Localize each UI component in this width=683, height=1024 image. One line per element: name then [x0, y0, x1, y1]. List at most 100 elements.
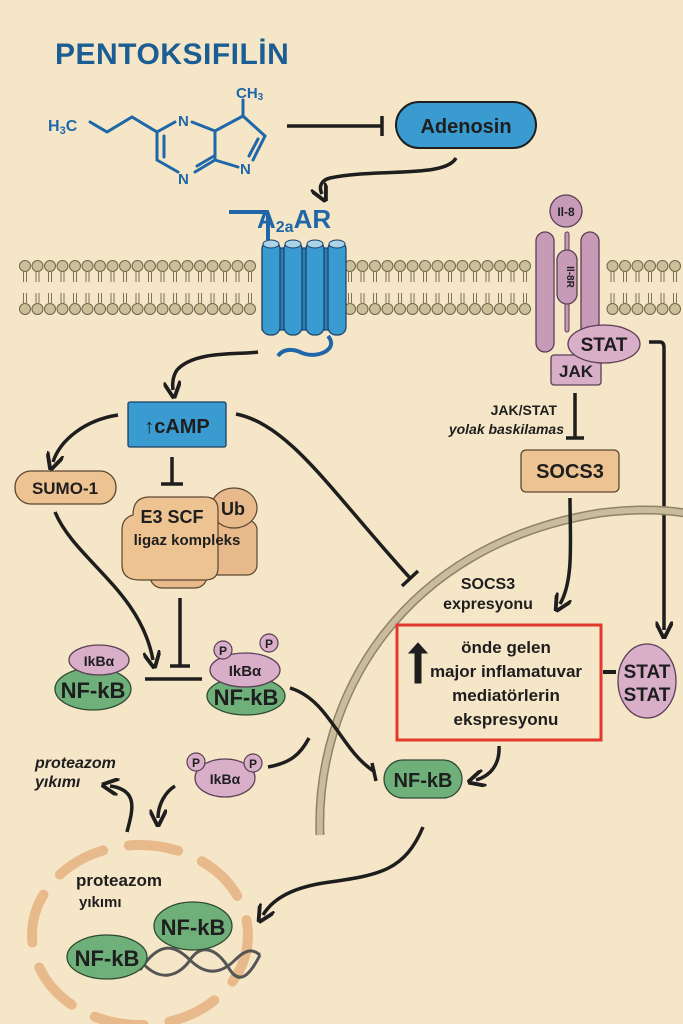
arrow-proteasome-degradation: [110, 786, 134, 833]
svg-text:STAT: STAT: [581, 335, 628, 356]
svg-text:IkBα: IkBα: [84, 653, 115, 669]
lipid-head: [644, 260, 656, 272]
lipid-head: [444, 303, 456, 315]
free-phospho-ikba[interactable]: P P IkBα: [186, 752, 263, 798]
svg-text:STAT: STAT: [624, 685, 671, 706]
lipid-head: [106, 303, 119, 315]
nfkb-dna-bound-lower[interactable]: NF-kB: [66, 934, 148, 980]
svg-text:ekspresyonu: ekspresyonu: [454, 710, 559, 729]
proteasome-circle: [27, 840, 253, 1024]
lipid-head: [44, 303, 56, 315]
lipid-head: [144, 303, 156, 315]
svg-text:NF-kB: NF-kB: [161, 915, 226, 940]
up-arrow-icon: [407, 642, 429, 684]
lipid-head: [456, 303, 469, 315]
jakstat-label-2: yolak baskilamas: [448, 421, 564, 437]
lipid-head: [31, 303, 44, 315]
receptor-helix: [305, 240, 325, 336]
lipid-head: [669, 260, 681, 272]
svg-text:ligaz kompleks: ligaz kompleks: [134, 532, 241, 549]
inflammatory-mediators-box[interactable]: önde gelen major inflamatuvar mediatörle…: [395, 623, 603, 742]
lipid-head: [356, 303, 369, 315]
lipid-head: [144, 260, 156, 272]
lipid-head: [119, 260, 131, 272]
lipid-head: [419, 303, 431, 315]
dna-helix: [138, 946, 262, 979]
svg-text:IkBα: IkBα: [229, 663, 262, 680]
lipid-head: [519, 260, 531, 272]
a2a-receptor[interactable]: A2aAR: [229, 204, 347, 358]
lipid-head: [381, 303, 394, 315]
arrow-complex-free-ikba: [267, 737, 311, 769]
diagram-title: PENTOKSIFILİN: [55, 38, 289, 71]
svg-text:IkBα: IkBα: [210, 771, 241, 787]
lipid-head: [131, 303, 144, 315]
svg-text:Il-8: Il-8: [557, 205, 575, 219]
svg-text:N: N: [178, 171, 189, 188]
lipid-head: [19, 303, 31, 315]
lipid-head: [669, 303, 681, 315]
svg-text:JAK: JAK: [559, 362, 594, 381]
arrow-socs3-expression: [560, 497, 573, 604]
lipid-head: [469, 303, 481, 315]
lipid-head: [119, 303, 131, 315]
stat-dimer-node[interactable]: STAT STAT: [617, 643, 677, 719]
lipid-head: [219, 260, 231, 272]
inhibit-adenosin: [287, 116, 384, 136]
svg-text:P: P: [249, 757, 257, 771]
lipid-head: [44, 260, 56, 272]
lipid-head: [206, 303, 219, 315]
lipid-head: [94, 303, 106, 315]
receptor-helix-top: [306, 239, 324, 249]
svg-text:NF-kB: NF-kB: [214, 685, 279, 710]
arrow-camp-sumo: [53, 413, 119, 462]
phospho-ikba-nfkb-complex[interactable]: P P IkBα NF-kB: [206, 633, 286, 716]
lipid-head: [606, 260, 619, 272]
lipid-head: [181, 303, 194, 315]
lipid-head: [194, 260, 206, 272]
ikba-nfkb-complex[interactable]: IkBα NF-kB: [54, 644, 132, 711]
nfkb-dna-bound-upper[interactable]: NF-kB: [153, 901, 233, 951]
lipid-head: [519, 303, 531, 315]
receptor-helix-top: [328, 239, 346, 249]
arrow-stat-dimer: [649, 340, 664, 630]
svg-text:E3 SCF: E3 SCF: [140, 507, 203, 527]
lipid-head: [169, 260, 181, 272]
proteazom-inner-label-1: proteazom: [76, 871, 162, 890]
svg-text:NF-kB: NF-kB: [75, 946, 140, 971]
lipid-head: [394, 303, 406, 315]
camp-node[interactable]: ↑cAMP: [127, 401, 227, 448]
lipid-head: [69, 260, 81, 272]
lipid-head: [631, 303, 644, 315]
inhibit-jak-socs3: [566, 393, 584, 440]
lipid-head: [419, 260, 431, 272]
lipid-head: [656, 303, 669, 315]
svg-text:SOCS3: SOCS3: [536, 461, 604, 483]
e3-ligase-complex[interactable]: Ub E3 SCF ligaz kompleks: [121, 487, 258, 589]
lipid-head: [644, 303, 656, 315]
lipid-head: [194, 303, 206, 315]
adenosin-node[interactable]: Adenosin: [395, 101, 537, 149]
lipid-head: [231, 260, 244, 272]
lipid-head: [506, 260, 519, 272]
lipid-head: [206, 260, 219, 272]
lipid-head: [156, 303, 169, 315]
nfkb-nuclear-node[interactable]: NF-kB: [383, 759, 463, 799]
sumo1-node[interactable]: SUMO-1: [14, 470, 117, 505]
proteazom-inner-label-2: yıkımı: [79, 894, 122, 911]
lipid-head: [244, 260, 256, 272]
lipid-head: [406, 303, 419, 315]
svg-text:P: P: [219, 644, 227, 658]
lipid-head: [369, 303, 381, 315]
socs3-node[interactable]: SOCS3: [520, 449, 620, 493]
lipid-head: [406, 260, 419, 272]
lipid-head: [81, 303, 94, 315]
inhibit-camp-e3: [161, 457, 183, 486]
lipid-head: [631, 260, 644, 272]
svg-text:P: P: [265, 637, 273, 651]
svg-text:A2aAR: A2aAR: [257, 204, 331, 236]
receptor-helix: [327, 240, 347, 336]
svg-text:H3C: H3C: [48, 118, 78, 137]
il8-receptor-complex[interactable]: Il-8R Il-8 JAK STAT: [535, 194, 641, 386]
lipid-head: [494, 303, 506, 315]
